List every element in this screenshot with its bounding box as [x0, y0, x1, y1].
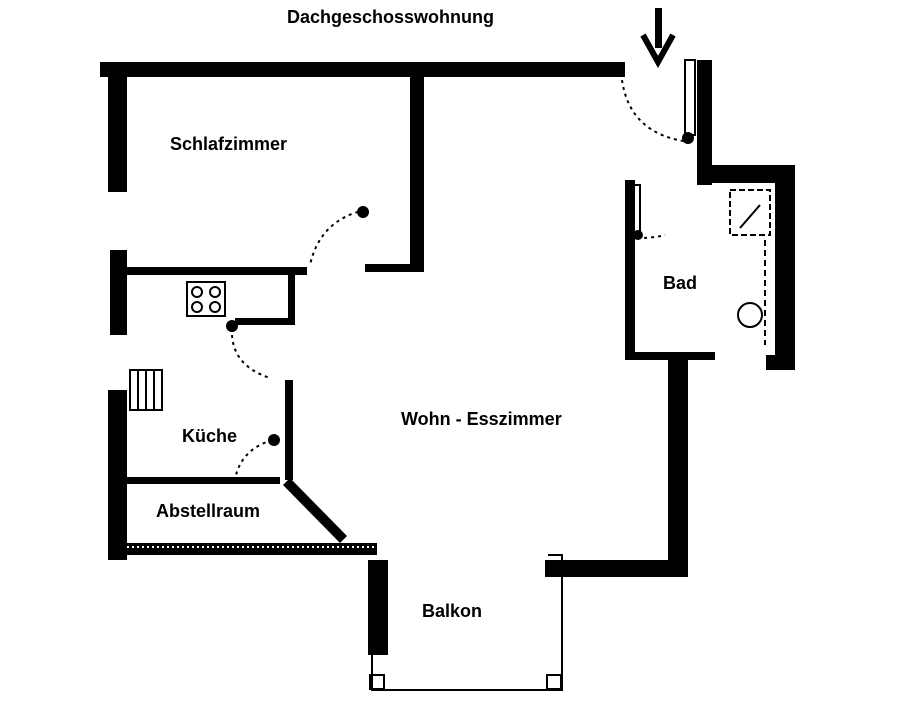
- wall-left-middle: [110, 250, 127, 335]
- wall-bad-right: [775, 165, 795, 370]
- wall-diagonal: [283, 478, 347, 543]
- wall-abstell-top: [127, 477, 280, 484]
- wall-schlaf-right: [410, 77, 424, 272]
- wall-schlaf-bottom-left: [127, 267, 307, 275]
- toilet: [737, 302, 763, 328]
- room-label-abstellraum: Abstellraum: [156, 501, 261, 521]
- wall-kueche-right: [285, 380, 293, 480]
- shower: [729, 189, 771, 236]
- wall-schlaf-bottom-right: [365, 264, 424, 272]
- room-label-kueche: Küche: [182, 426, 238, 446]
- door-leaves: [226, 59, 696, 446]
- room-label-wohn-esszimmer: Wohn - Esszimmer: [401, 409, 562, 429]
- wall-top: [100, 62, 625, 77]
- wall-closet-right: [288, 270, 295, 325]
- stove: [186, 281, 226, 317]
- wall-entrance: [697, 60, 712, 185]
- wall-left-lower: [108, 390, 127, 560]
- wall-right-lower: [668, 360, 688, 577]
- fixtures: [127, 189, 771, 548]
- wall-bad-left: [625, 180, 635, 360]
- wall-bad-bottom: [625, 352, 715, 360]
- room-label-balkon: Balkon: [422, 601, 483, 621]
- plan-title: Dachgeschosswohnung: [287, 7, 495, 27]
- walls: [100, 60, 795, 655]
- wall-bad-top: [710, 165, 795, 183]
- wall-balkon-left: [368, 560, 388, 655]
- arrow-down-icon: [640, 8, 676, 69]
- wall-left-upper: [108, 77, 127, 192]
- wall-bad-corner: [766, 355, 795, 370]
- room-label-bad: Bad: [663, 273, 698, 293]
- balcony-outline: [369, 554, 563, 691]
- wall-bottom-right: [545, 560, 688, 577]
- wall-closet-bottom: [235, 318, 295, 325]
- wall-bottom-left: [127, 543, 377, 555]
- room-label-schlafzimmer: Schlafzimmer: [170, 134, 288, 154]
